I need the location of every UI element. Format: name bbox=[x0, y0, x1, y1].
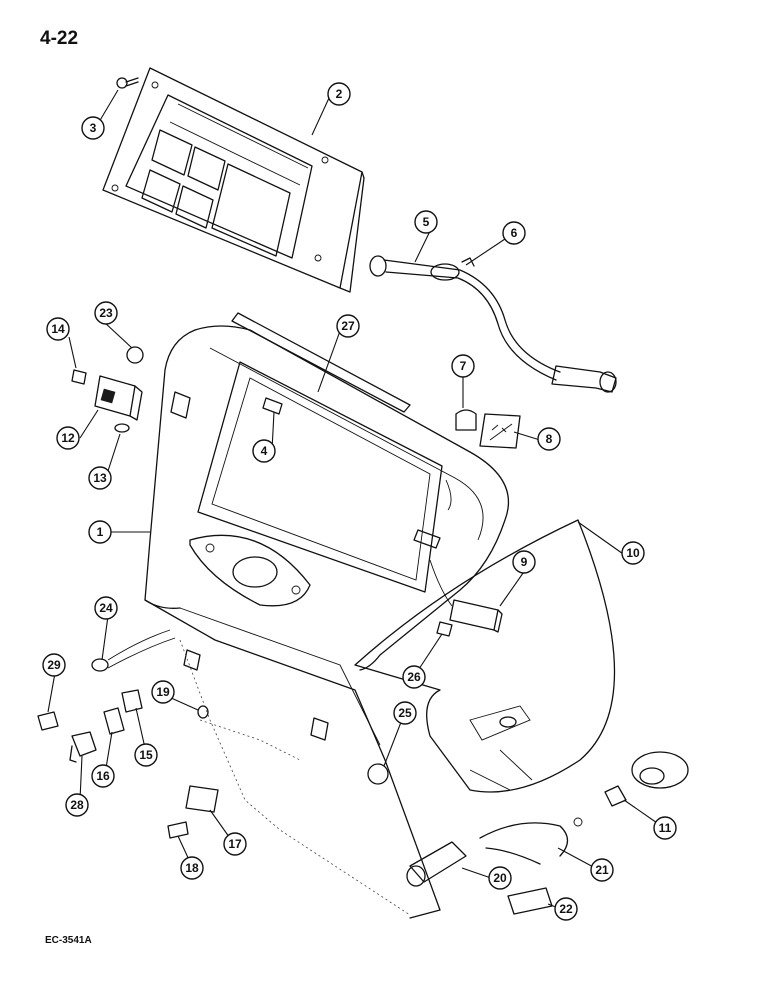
svg-text:24: 24 bbox=[99, 601, 113, 615]
plug-part bbox=[367, 763, 389, 785]
screw-part bbox=[116, 77, 139, 89]
dash-panel-part bbox=[144, 325, 510, 919]
callout-24: 24 bbox=[94, 596, 118, 620]
svg-text:19: 19 bbox=[156, 685, 170, 699]
svg-text:7: 7 bbox=[460, 359, 467, 373]
callout-6: 6 bbox=[502, 221, 526, 245]
callout-25: 25 bbox=[393, 701, 417, 725]
callout-3: 3 bbox=[81, 116, 105, 140]
svg-text:25: 25 bbox=[398, 706, 412, 720]
svg-text:10: 10 bbox=[626, 546, 640, 560]
svg-text:29: 29 bbox=[47, 658, 61, 672]
cable-part bbox=[369, 255, 617, 393]
callout-1: 1 bbox=[88, 520, 112, 544]
svg-text:8: 8 bbox=[546, 432, 553, 446]
side-cover-part bbox=[354, 519, 616, 793]
callout-15: 15 bbox=[134, 743, 158, 767]
svg-text:12: 12 bbox=[61, 431, 75, 445]
callout-27: 27 bbox=[336, 314, 360, 338]
svg-text:22: 22 bbox=[559, 902, 573, 916]
callout-14: 14 bbox=[46, 317, 70, 341]
ignition-switch-part bbox=[604, 751, 689, 807]
svg-text:9: 9 bbox=[521, 555, 528, 569]
callout-5: 5 bbox=[414, 210, 438, 234]
callout-13: 13 bbox=[88, 466, 112, 490]
callout-8: 8 bbox=[537, 427, 561, 451]
callout-26: 26 bbox=[402, 665, 426, 689]
callout-9: 9 bbox=[512, 550, 536, 574]
svg-text:13: 13 bbox=[93, 471, 107, 485]
clip-part bbox=[262, 397, 283, 415]
figure-reference-code: EC-3541A bbox=[45, 935, 92, 946]
svg-text:6: 6 bbox=[511, 226, 518, 240]
svg-text:20: 20 bbox=[493, 871, 507, 885]
callout-16: 16 bbox=[91, 764, 115, 788]
callout-28: 28 bbox=[65, 793, 89, 817]
svg-text:27: 27 bbox=[341, 319, 355, 333]
rocker-switch-part bbox=[429, 559, 503, 637]
left-switch-part bbox=[71, 346, 144, 433]
trim-strip-part bbox=[231, 312, 411, 413]
callout-23: 23 bbox=[94, 301, 118, 325]
callout-4: 4 bbox=[252, 439, 276, 463]
lamp-sockets-part bbox=[91, 629, 209, 735]
callout-20: 20 bbox=[488, 866, 512, 890]
svg-text:14: 14 bbox=[51, 322, 65, 336]
page-number: 4-22 bbox=[40, 28, 79, 49]
svg-text:15: 15 bbox=[139, 748, 153, 762]
svg-text:11: 11 bbox=[659, 821, 672, 835]
callout-19: 19 bbox=[151, 680, 175, 704]
callout-7: 7 bbox=[451, 354, 475, 378]
svg-text:2: 2 bbox=[336, 87, 343, 101]
callout-17: 17 bbox=[223, 832, 247, 856]
svg-text:3: 3 bbox=[90, 121, 97, 135]
svg-text:16: 16 bbox=[96, 769, 110, 783]
svg-text:26: 26 bbox=[407, 670, 421, 684]
svg-text:23: 23 bbox=[99, 306, 113, 320]
svg-text:4: 4 bbox=[261, 444, 268, 458]
callout-10: 10 bbox=[621, 541, 645, 565]
callout-2: 2 bbox=[327, 82, 351, 106]
svg-text:17: 17 bbox=[228, 837, 242, 851]
callout-22: 22 bbox=[554, 897, 578, 921]
callout-29: 29 bbox=[42, 653, 66, 677]
bracket-part bbox=[167, 785, 219, 839]
svg-text:18: 18 bbox=[185, 861, 199, 875]
lighter-harness-part bbox=[406, 817, 583, 915]
callout-12: 12 bbox=[56, 426, 80, 450]
svg-text:28: 28 bbox=[70, 798, 84, 812]
callout-21: 21 bbox=[590, 858, 614, 882]
instrument-cluster-part bbox=[102, 67, 365, 293]
callout-18: 18 bbox=[180, 856, 204, 880]
svg-text:21: 21 bbox=[595, 863, 609, 877]
callout-11: 11 bbox=[653, 816, 677, 840]
toggle-switch-part bbox=[37, 711, 97, 763]
svg-text:1: 1 bbox=[97, 525, 104, 539]
gauge-part bbox=[455, 409, 521, 449]
svg-text:5: 5 bbox=[423, 215, 430, 229]
